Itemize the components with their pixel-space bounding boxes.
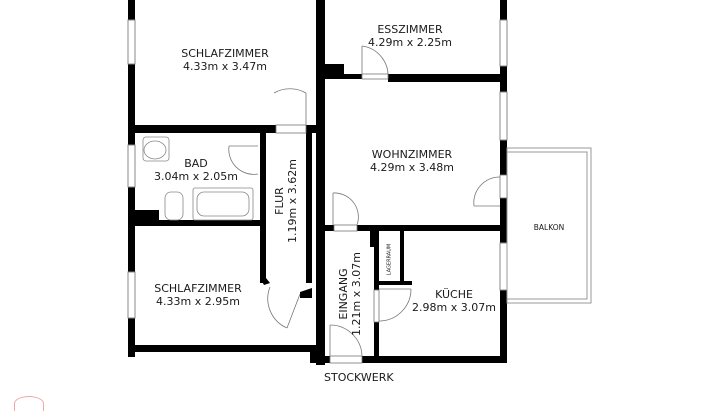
room-label-wohnzimmer: WOHNZIMMER 4.29m x 3.48m — [352, 148, 472, 174]
room-label-flur: FLUR 1.19m x 3.62m — [273, 151, 299, 251]
room-label-esszimmer: ESSZIMMER 4.29m x 2.25m — [350, 23, 470, 49]
room-label-schlafzimmer-1: SCHLAFZIMMER 4.33m x 3.47m — [155, 47, 295, 73]
room-label-lagerraum: LAGERRAUM — [384, 240, 397, 280]
room-dimensions: 4.29m x 3.48m — [370, 161, 454, 174]
room-name: BALKON — [533, 223, 565, 232]
watermark-logo-icon — [14, 396, 44, 411]
room-label-schlafzimmer-2: SCHLAFZIMMER 4.33m x 2.95m — [128, 282, 268, 308]
room-name: SCHLAFZIMMER — [154, 282, 242, 295]
room-dimensions: 3.04m x 2.05m — [154, 170, 238, 183]
floor-label: STOCKWERK — [324, 371, 394, 384]
room-name: KÜCHE — [435, 288, 473, 301]
bathroom-fixtures — [142, 136, 254, 221]
room-dimensions: 1.19m x 3.62m — [286, 159, 299, 243]
room-dimensions: 4.29m x 2.25m — [368, 36, 452, 49]
room-dimensions: 2.98m x 3.07m — [412, 301, 496, 314]
room-label-eingang: EINGANG 1.21m x 3.07m — [337, 244, 363, 344]
room-name: FLUR — [273, 187, 286, 215]
room-label-bad: BAD 3.04m x 2.05m — [146, 157, 246, 183]
room-label-balkon: BALKON — [519, 221, 579, 234]
room-name: LAGERRAUM — [386, 243, 393, 276]
room-label-kueche: KÜCHE 2.98m x 3.07m — [394, 288, 514, 314]
windows — [127, 19, 508, 319]
room-dimensions: 1.21m x 3.07m — [350, 252, 363, 336]
room-name: EINGANG — [337, 268, 350, 320]
doors — [228, 45, 508, 364]
room-name: SCHLAFZIMMER — [181, 47, 269, 60]
balcony-outline — [506, 147, 592, 304]
room-name: WOHNZIMMER — [371, 148, 453, 161]
room-name: ESSZIMMER — [377, 23, 443, 36]
room-name: BAD — [184, 157, 208, 170]
room-dimensions: 4.33m x 2.95m — [156, 295, 240, 308]
room-dimensions: 4.33m x 3.47m — [183, 60, 267, 73]
